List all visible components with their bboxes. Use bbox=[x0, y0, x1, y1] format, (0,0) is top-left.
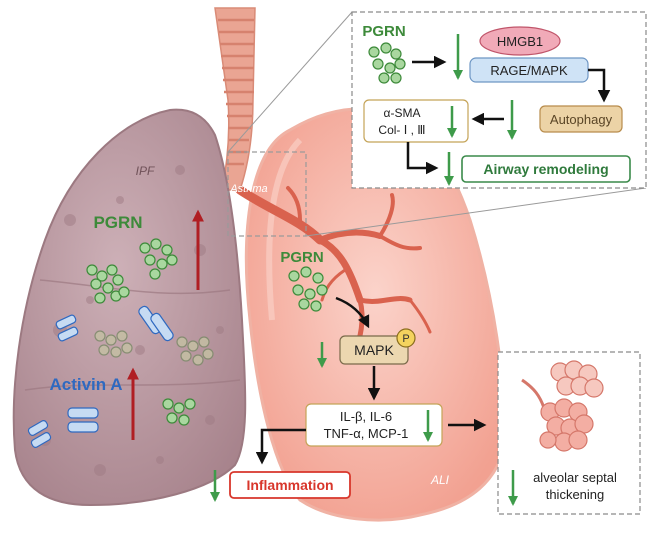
pgrn-cluster-icon bbox=[368, 42, 406, 84]
activin-receptor-icon bbox=[27, 420, 52, 448]
ali-pgrn-label: PGRN bbox=[280, 249, 323, 266]
pgrn-cluster-icon bbox=[288, 266, 328, 312]
pgrn-to-mapk-arrow bbox=[335, 296, 370, 329]
airway-remodeling-node bbox=[461, 155, 631, 183]
ipf-lung bbox=[12, 108, 247, 507]
pgrn-cluster-icon bbox=[94, 330, 133, 358]
ipf-label: IPF bbox=[136, 164, 155, 178]
pgrn-cluster-icon bbox=[162, 398, 196, 426]
sma-collagen-node bbox=[363, 99, 469, 143]
zoom-line bbox=[227, 11, 353, 153]
autophagy-node bbox=[539, 105, 623, 133]
rage-mapk-label: RAGE/MAPK bbox=[490, 63, 568, 78]
ipf-pgrn-label: PGRN bbox=[93, 213, 142, 232]
bronchial-tree bbox=[235, 185, 432, 353]
sma-to-remodeling-arrow bbox=[406, 142, 439, 175]
activin-receptor-icon bbox=[67, 407, 99, 433]
alpha-sma-label: α-SMA bbox=[384, 106, 421, 120]
airway-remodeling-label: Airway remodeling bbox=[483, 161, 608, 177]
ali-label: ALI bbox=[430, 473, 450, 487]
rage-to-autophagy-arrow bbox=[588, 68, 611, 103]
mapk-label: MAPK bbox=[354, 342, 394, 358]
pgrn-cluster-icon bbox=[86, 264, 130, 304]
cytokine-line2: TNF-α, MCP-1 bbox=[324, 426, 409, 441]
mapk-node bbox=[339, 335, 409, 365]
hmgb1-label: HMGB1 bbox=[497, 34, 543, 49]
alveoli-icon bbox=[521, 360, 604, 452]
pgrn-cluster-icon bbox=[139, 238, 178, 280]
phospho-badge bbox=[396, 328, 416, 348]
trachea bbox=[214, 7, 256, 191]
pgrn-cluster-icon bbox=[176, 336, 214, 366]
hmgb1-node bbox=[479, 26, 561, 56]
cytokine-to-inflammation-arrow bbox=[255, 428, 306, 465]
zoom-line bbox=[305, 187, 647, 237]
asthma-label: Asthma bbox=[229, 183, 267, 195]
alveolar-line2: thickening bbox=[546, 487, 605, 502]
cytokine-node bbox=[305, 403, 443, 447]
inflammation-label: Inflammation bbox=[246, 477, 333, 493]
inflammation-node bbox=[229, 471, 351, 499]
cytokine-line1: IL-β, IL-6 bbox=[340, 409, 392, 424]
phospho-label: P bbox=[402, 333, 409, 345]
asthma-pgrn-label: PGRN bbox=[362, 23, 405, 40]
asthma-region bbox=[227, 151, 307, 237]
activin-a-label: Activin A bbox=[49, 375, 122, 394]
activin-receptor-icon bbox=[55, 314, 79, 342]
autophagy-label: Autophagy bbox=[550, 112, 613, 127]
collagen-label: Col- Ⅰ , Ⅲ bbox=[378, 123, 425, 137]
alveolar-line1: alveolar septal bbox=[533, 470, 617, 485]
activin-receptor-icon bbox=[138, 305, 174, 342]
